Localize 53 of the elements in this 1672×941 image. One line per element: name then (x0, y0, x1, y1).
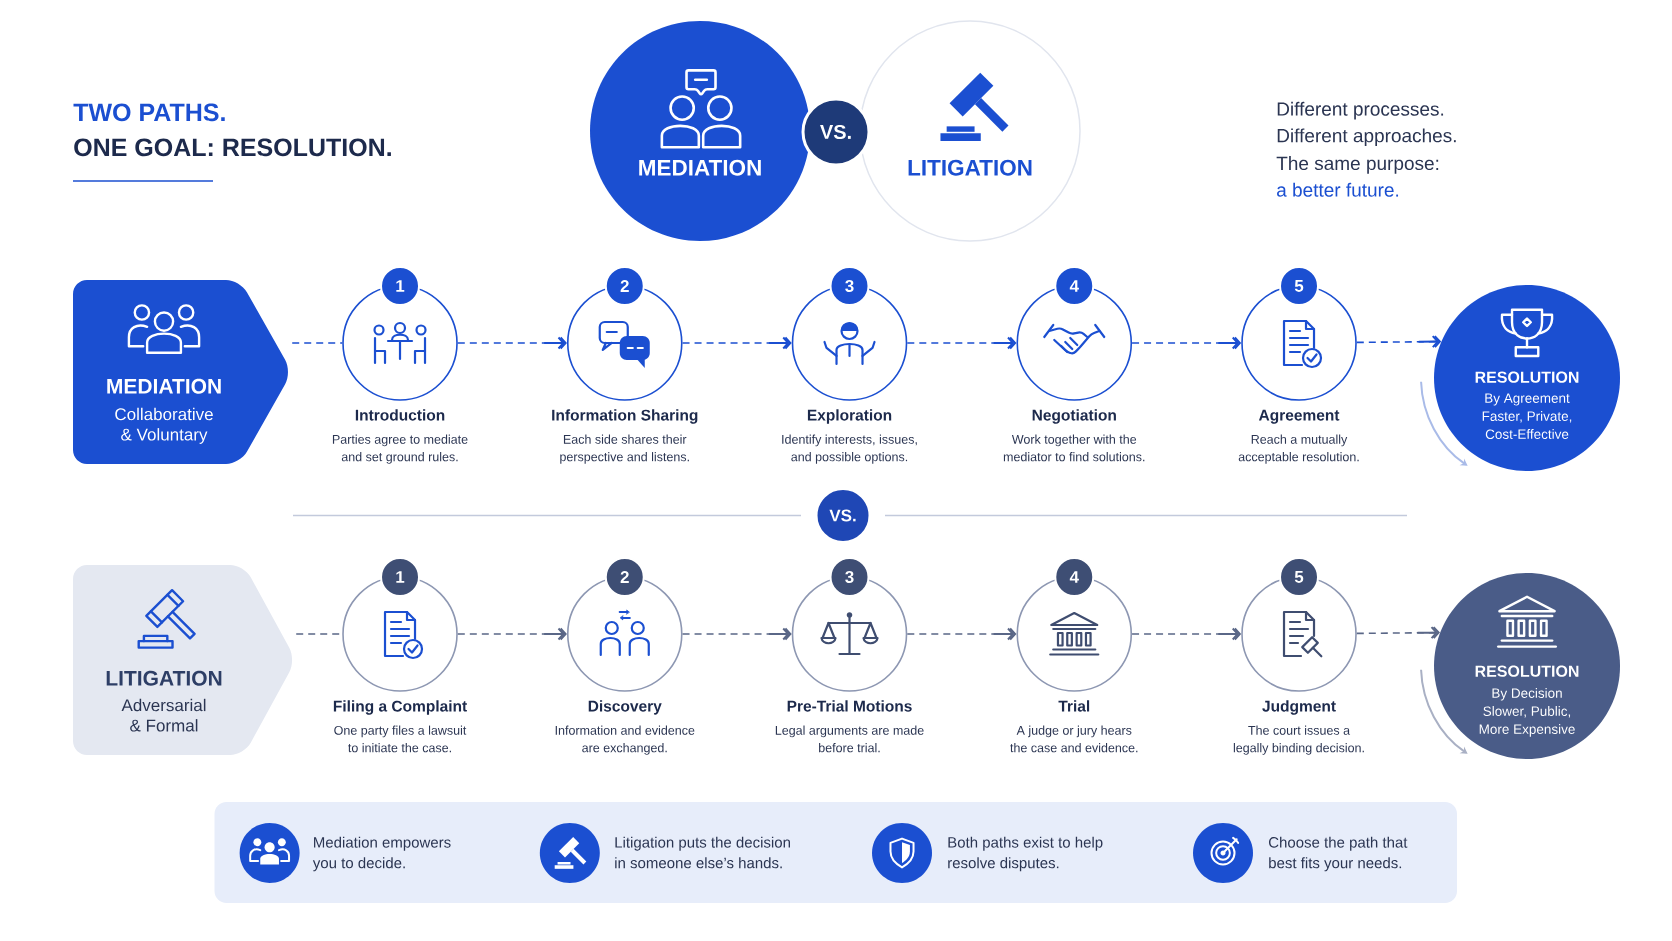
step-title: Introduction (355, 409, 445, 421)
number-badge: 1 (380, 266, 420, 306)
title: TWO PATHS. (73, 103, 225, 122)
tagline-text: Different processes. (1277, 101, 1444, 120)
step-title: Exploration (807, 409, 892, 424)
arrow-panel: MEDIATION Collaborative & Voluntary (73, 280, 288, 464)
step-description: Work together with the mediator to find solutions. (1003, 434, 1145, 462)
note-text: Both paths exist to help resolve disputes. (948, 836, 1103, 872)
number-badge: 5 (1279, 557, 1319, 597)
step-title: Pre-Trial Motions (787, 700, 912, 712)
step-description: One party files a lawsuit to initiate the case. (334, 725, 467, 753)
arrow (681, 627, 792, 641)
tagline-text: Different approaches. (1277, 128, 1456, 147)
arrow (1131, 336, 1242, 350)
connector-line (291, 342, 343, 344)
note-text: Choose the path that best fits your needs. (1269, 836, 1408, 872)
step-description: Information and evidence are exchanged. (555, 725, 695, 755)
step-description: Parties agree to mediate and set ground rules. (332, 434, 468, 464)
step-description: Legal arguments are made before trial. (775, 725, 924, 753)
tagline-text: a better future. (1277, 182, 1399, 197)
step-description: Identify interests, issues, and possible options. (782, 434, 917, 464)
step-title: Filing a Complaint (333, 700, 467, 715)
number-badge: 3 (829, 557, 870, 597)
step-description: Each side shares their perspective and listens. (560, 434, 689, 464)
step-title: Negotiation (1032, 409, 1116, 424)
arrow (457, 627, 567, 641)
step-title: Agreement (1258, 409, 1340, 424)
number-badge: 3 (829, 266, 870, 306)
number-badge: 1 (380, 557, 420, 597)
number-badge: 5 (1279, 266, 1319, 306)
step-title: Trial (1058, 700, 1090, 712)
tagline-text: The same purpose: (1276, 156, 1439, 174)
number-badge: 2 (604, 266, 645, 306)
step-description: The court issues a legally binding decision. (1233, 725, 1364, 755)
number-badge: 4 (1054, 266, 1095, 306)
arrow-panel: LITIGATION Adversarial & Formal (73, 565, 293, 755)
step-title: Information Sharing (552, 409, 698, 424)
step-title: Judgment (1262, 700, 1336, 715)
arrow (1356, 626, 1440, 640)
note-text: Litigation puts the decision in someone else’s hands. (615, 836, 790, 869)
number-badge: 2 (604, 557, 645, 597)
arrow (1131, 627, 1242, 641)
arrow (681, 336, 792, 350)
arrow (906, 627, 1017, 641)
step-description: Reach a mutually acceptable resolution. (1238, 434, 1359, 464)
step-title: Discovery (588, 700, 662, 715)
note-text: Mediation empowers you to decide. (312, 836, 451, 872)
arrow (1356, 335, 1442, 349)
arrow (906, 336, 1017, 350)
subtitle: ONE GOAL: RESOLUTION. (74, 138, 391, 157)
number-badge: 4 (1054, 557, 1095, 597)
arrow (457, 336, 567, 350)
step-description: A judge or jury hears the case and evidence. (1010, 725, 1138, 753)
